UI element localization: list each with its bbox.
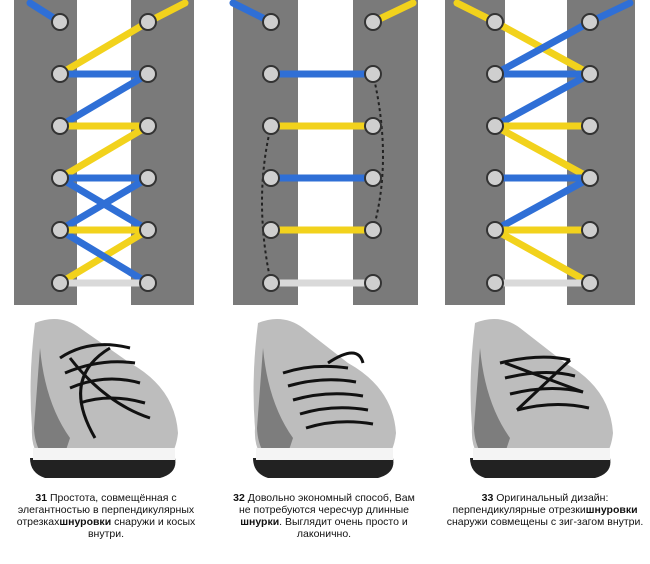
- sneaker-photo-31: [30, 319, 178, 478]
- caption-bold-word: шнурки: [240, 516, 280, 528]
- lacing-panel-33: 33 Оригинальный дизайн: перпендикулярные…: [445, 0, 650, 564]
- sneaker-photo-32: [253, 319, 396, 478]
- lacing-diagram-31: [14, 0, 194, 305]
- caption-bold-word: шнуровки: [59, 516, 112, 528]
- caption-number: 32: [233, 492, 245, 504]
- lacing-panel-32: 32 Довольно экономный способ, Вам не пот…: [228, 0, 423, 564]
- caption-text: Простота, совмещённая с элегантностью в …: [16, 492, 195, 528]
- caption-33: 33 Оригинальный дизайн: перпендикулярные…: [445, 492, 645, 528]
- lacing-panel-31: 31 Простота, совмещённая с элегантностью…: [0, 0, 210, 564]
- sneaker-photo-33: [470, 319, 613, 478]
- caption-text: Довольно экономный способ, Вам не потреб…: [238, 492, 415, 516]
- caption-text-end: снаружи совмещены с зиг-загом внутри.: [446, 516, 644, 528]
- caption-text: Оригинальный дизайн: перпендикулярные от…: [452, 492, 609, 516]
- caption-number: 33: [481, 492, 494, 504]
- caption-number: 31: [35, 492, 48, 504]
- caption-text-end: снаружи и косых внутри.: [87, 516, 196, 540]
- lacing-diagram-33: [445, 0, 635, 305]
- lacing-diagram-32: [229, 0, 418, 305]
- caption-32: 32 Довольно экономный способ, Вам не пот…: [228, 492, 420, 540]
- caption-31: 31 Простота, совмещённая с элегантностью…: [10, 492, 202, 540]
- caption-bold-word: шнуровки: [585, 504, 638, 516]
- caption-text-end: . Выглядит очень просто и лаконично.: [279, 516, 408, 540]
